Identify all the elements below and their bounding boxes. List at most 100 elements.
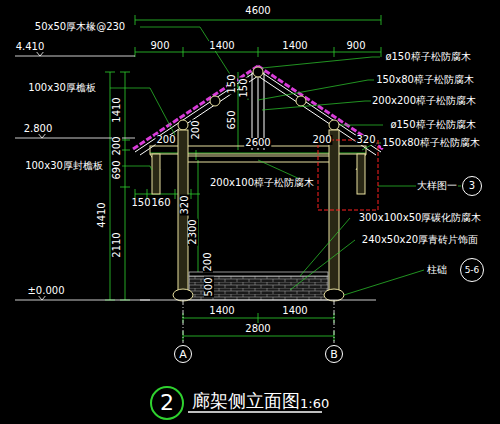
annotation-text: 柱础	[426, 265, 448, 275]
annotation-text: 150	[130, 198, 151, 208]
posts	[152, 130, 365, 292]
detail-callout: 3	[462, 176, 482, 196]
purlins	[253, 67, 263, 77]
purlins	[178, 67, 339, 130]
dimension-text: 320	[180, 194, 190, 215]
annotation-text: 200x100樟子松防腐木	[209, 178, 315, 188]
detail-boundary	[318, 140, 378, 210]
annotation-text: 4600	[244, 6, 271, 16]
callout-number: B	[330, 349, 338, 360]
purlins	[296, 96, 306, 106]
ground-and-axes	[183, 300, 334, 343]
annotation-text: 大样图一	[416, 181, 458, 191]
dimension-text: 2300	[188, 218, 198, 245]
leader-lines	[258, 80, 374, 100]
annotation-text: 150x80樟子松防腐木	[381, 138, 481, 148]
annotation-text: 1400	[281, 306, 308, 316]
dimension-text: 1410	[112, 96, 122, 123]
dimension-text: 4410	[97, 201, 107, 228]
axis-bubble: B	[325, 345, 343, 363]
column-bases	[173, 289, 193, 301]
annotation-text: 4.410	[15, 42, 46, 52]
dimension-text: 200	[191, 119, 201, 140]
posts	[329, 130, 339, 292]
annotation-text: 2.800	[23, 124, 54, 134]
dimension-text: 2110	[112, 231, 122, 258]
level-markers	[15, 50, 150, 300]
dimension-text: 500	[204, 276, 214, 297]
annotation-text: 150x80樟子松防腐木	[375, 75, 475, 85]
callout-number: 3	[469, 181, 475, 191]
annotation-text: 100x30厚封檐板	[24, 161, 104, 171]
leader-lines	[262, 101, 371, 110]
annotation-text: 160	[150, 198, 171, 208]
annotation-text: 200	[155, 135, 176, 145]
annotation-text: 300x100x50厚碳化防腐木	[358, 213, 483, 223]
purlins	[210, 96, 220, 106]
brick-wall	[189, 276, 328, 300]
column-bases	[173, 289, 344, 301]
leader-lines	[258, 160, 302, 180]
leader-lines	[110, 27, 461, 295]
callout-number: 2	[160, 392, 174, 414]
annotation-text: 2800	[244, 324, 271, 334]
detail-callout: 5-6	[460, 258, 484, 282]
scale-text: 1:60	[300, 397, 329, 410]
annotation-text: 1400	[281, 41, 308, 51]
brick-wall	[189, 272, 328, 276]
ground-and-axes	[140, 300, 376, 301]
dimension-lines	[150, 72, 366, 300]
annotation-text: 50x50厚木椽@230	[34, 22, 126, 32]
annotation-text: 1400	[208, 41, 235, 51]
dimension-text: 200	[112, 135, 122, 156]
beams	[183, 156, 334, 162]
roof-tiles	[133, 66, 383, 149]
annotation-text: ø150樟子松防腐木	[389, 120, 476, 130]
roof-tiles	[133, 66, 258, 149]
drawing-title: 廊架侧立面图	[192, 392, 300, 410]
dimension-lines	[135, 47, 381, 57]
dimension-lines	[183, 313, 334, 323]
leader-lines	[340, 125, 383, 126]
annotation-text: 2600	[244, 138, 271, 148]
purlins	[178, 120, 188, 130]
dimension-lines	[105, 15, 381, 341]
leader-lines	[262, 57, 380, 68]
roof-rafters	[135, 70, 381, 155]
leader-lines	[140, 27, 240, 90]
annotation-text: 320	[355, 135, 376, 145]
posts	[152, 154, 160, 194]
drawing-number: 2	[150, 386, 184, 420]
leader-lines	[110, 88, 175, 135]
dimension-text: 690	[112, 159, 122, 180]
annotation-text: 240x50x20厚青砖片饰面	[361, 235, 479, 245]
annotation-text: 900	[345, 41, 366, 51]
annotation-text: ø150樟子松防腐木	[384, 52, 471, 62]
roof-rafters	[135, 70, 381, 155]
dimension-text: 150	[239, 77, 249, 98]
title-underline	[188, 411, 322, 413]
annotation-text: 200	[311, 135, 332, 145]
column-bases	[324, 289, 344, 301]
leader-lines	[290, 240, 355, 290]
annotation-text: ±0.000	[26, 286, 65, 296]
dimension-text: 150	[227, 73, 237, 94]
ground-and-axes	[140, 300, 376, 343]
posts	[357, 154, 365, 194]
annotation-text: 1400	[208, 306, 235, 316]
leader-lines	[300, 218, 350, 276]
dimension-text: 650	[227, 109, 237, 130]
dimension-text: 200	[203, 251, 213, 272]
dimension-lines	[135, 15, 381, 25]
annotation-text: 100x30厚檐板	[27, 83, 97, 93]
annotation-text: 900	[149, 41, 170, 51]
callout-number: A	[179, 349, 187, 360]
roof-tiles	[258, 66, 383, 149]
leader-lines	[118, 166, 152, 170]
purlins	[329, 120, 339, 130]
axis-bubble: A	[174, 345, 192, 363]
leader-lines	[344, 270, 424, 295]
brick-wall	[189, 272, 328, 300]
